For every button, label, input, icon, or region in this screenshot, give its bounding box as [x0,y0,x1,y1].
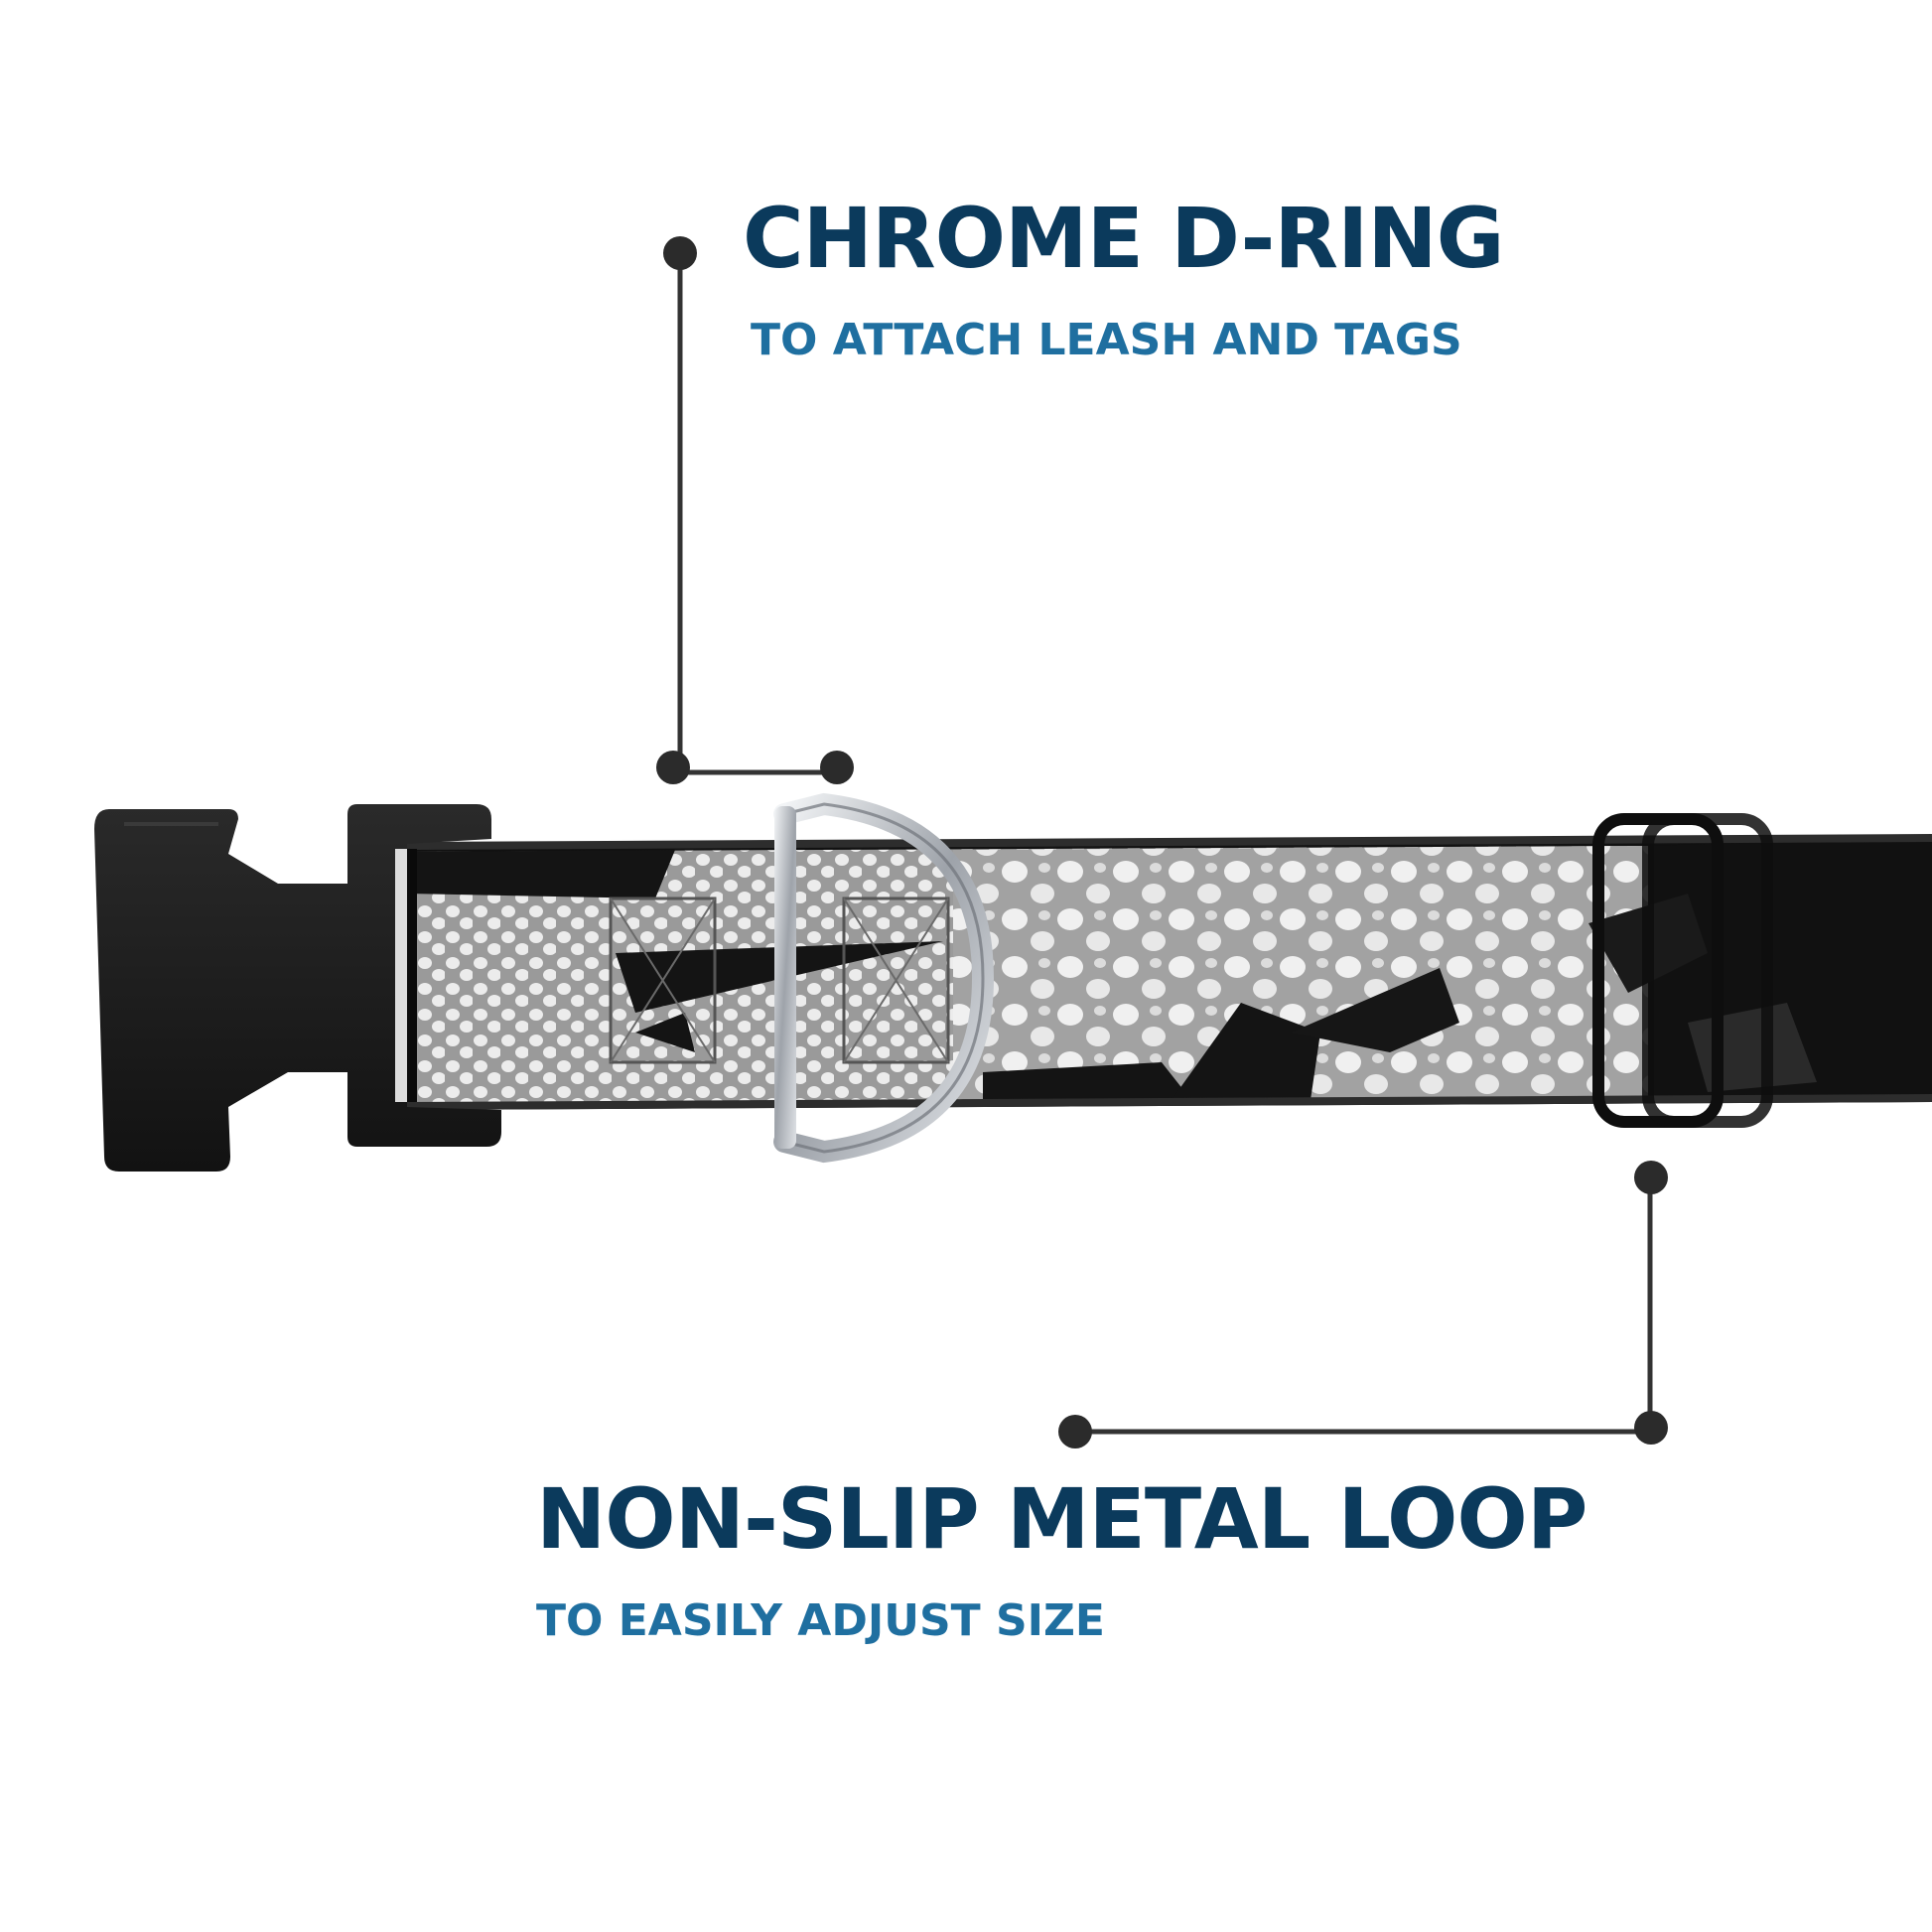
d-ring-leader-line [656,236,854,784]
leader-dot [663,236,697,270]
leader-dot [1058,1415,1092,1449]
collar-strap [406,834,1932,1110]
d-ring-title: CHROME D-RING [743,190,1505,287]
side-release-buckle-icon [94,804,501,1172]
loop-title: NON-SLIP METAL LOOP [536,1470,1587,1568]
leader-dot [1634,1161,1668,1194]
loop-subtitle: TO EASILY ADJUST SIZE [536,1595,1105,1646]
chrome-d-ring-icon [773,792,995,1164]
loop-leader-line [1058,1161,1668,1449]
d-ring-subtitle: TO ATTACH LEASH AND TAGS [751,315,1462,365]
leader-dot [820,751,854,784]
metal-slide-loop-icon [1592,813,1773,1128]
leader-dot [656,751,690,784]
leader-dot [1634,1411,1668,1445]
